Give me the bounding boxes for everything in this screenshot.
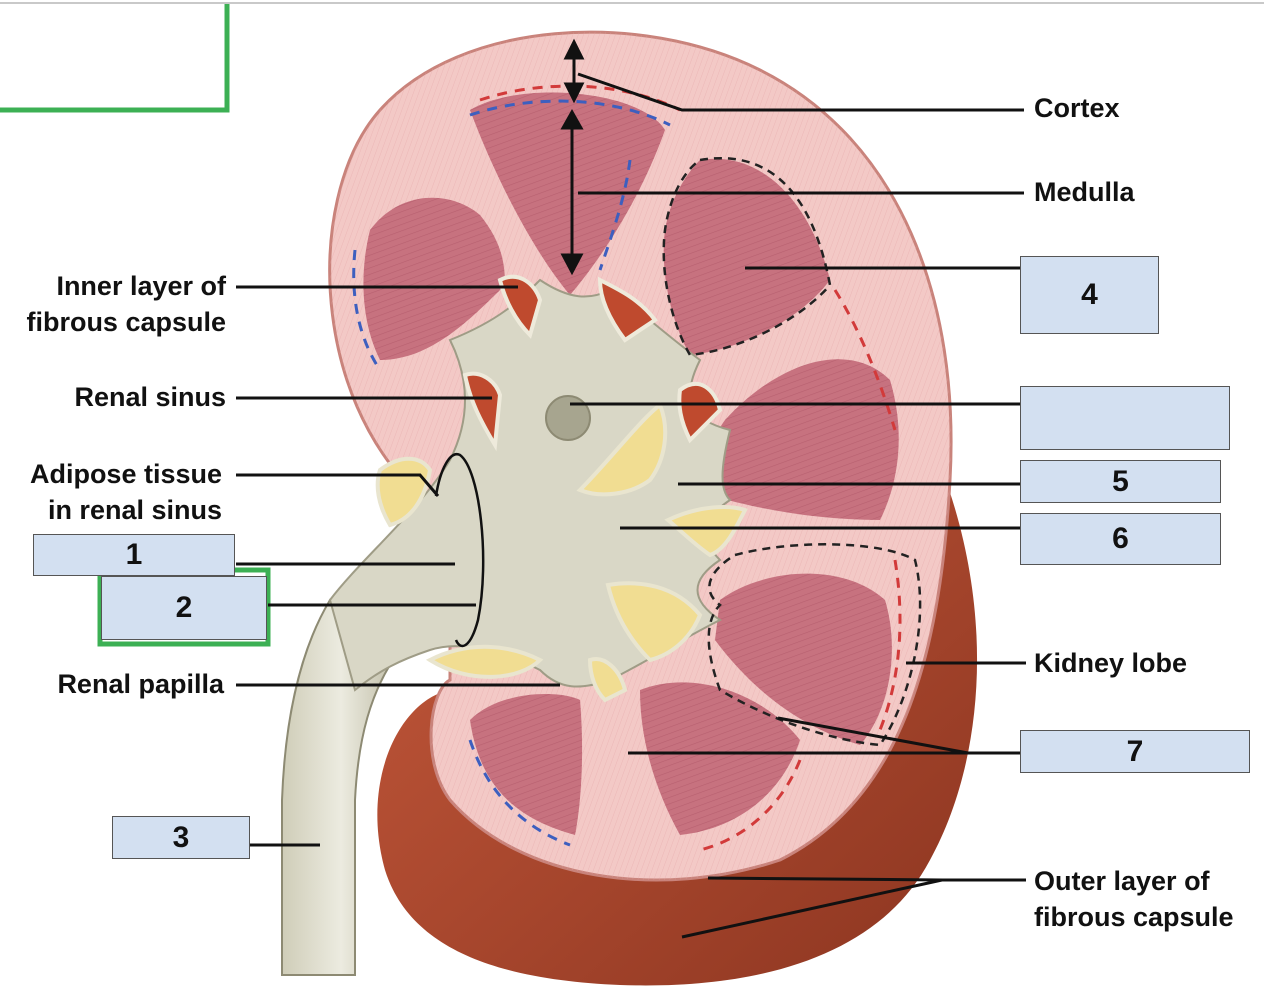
- label-outer-layer-line2: fibrous capsule: [1034, 902, 1234, 932]
- renal-sinus-hole: [545, 395, 591, 441]
- label-renal-papilla: Renal papilla: [57, 669, 224, 699]
- medullary-pyramids: [363, 92, 899, 835]
- answer-box-3[interactable]: 3: [112, 816, 250, 859]
- leader-lines: [236, 72, 1026, 939]
- answer-box-4[interactable]: 4: [1020, 256, 1159, 334]
- answer-box-2[interactable]: 2: [101, 576, 267, 640]
- label-inner-layer-line2: fibrous capsule: [26, 307, 226, 337]
- label-outer-layer-line1: Outer layer of: [1034, 866, 1210, 896]
- answer-box-blank[interactable]: [1020, 386, 1230, 450]
- label-adipose-line1: Adipose tissue: [29, 459, 222, 489]
- answer-box-6[interactable]: 6: [1020, 513, 1221, 565]
- kidney-lobe-outline: [707, 543, 922, 747]
- answer-box-7[interactable]: 7: [1020, 730, 1250, 773]
- label-kidney-lobe: Kidney lobe: [1034, 648, 1188, 678]
- renal-pyramid-outline: [662, 156, 832, 357]
- label-cortex: Cortex: [1034, 93, 1120, 123]
- ureter: [281, 598, 402, 976]
- minor-calyces: [462, 274, 723, 452]
- label-renal-sinus: Renal sinus: [74, 382, 226, 412]
- adipose-tissue: [375, 401, 748, 703]
- label-adipose-line2: in renal sinus: [47, 495, 222, 525]
- answer-box-1[interactable]: 1: [33, 534, 235, 576]
- answer-box-5[interactable]: 5: [1020, 460, 1221, 503]
- label-medulla: Medulla: [1034, 177, 1135, 207]
- hilum-loop: [434, 453, 485, 648]
- label-inner-layer-line1: Inner layer of: [56, 271, 226, 301]
- green-frame-fragment: [0, 4, 230, 113]
- cortex-medulla-arrows: [560, 38, 585, 276]
